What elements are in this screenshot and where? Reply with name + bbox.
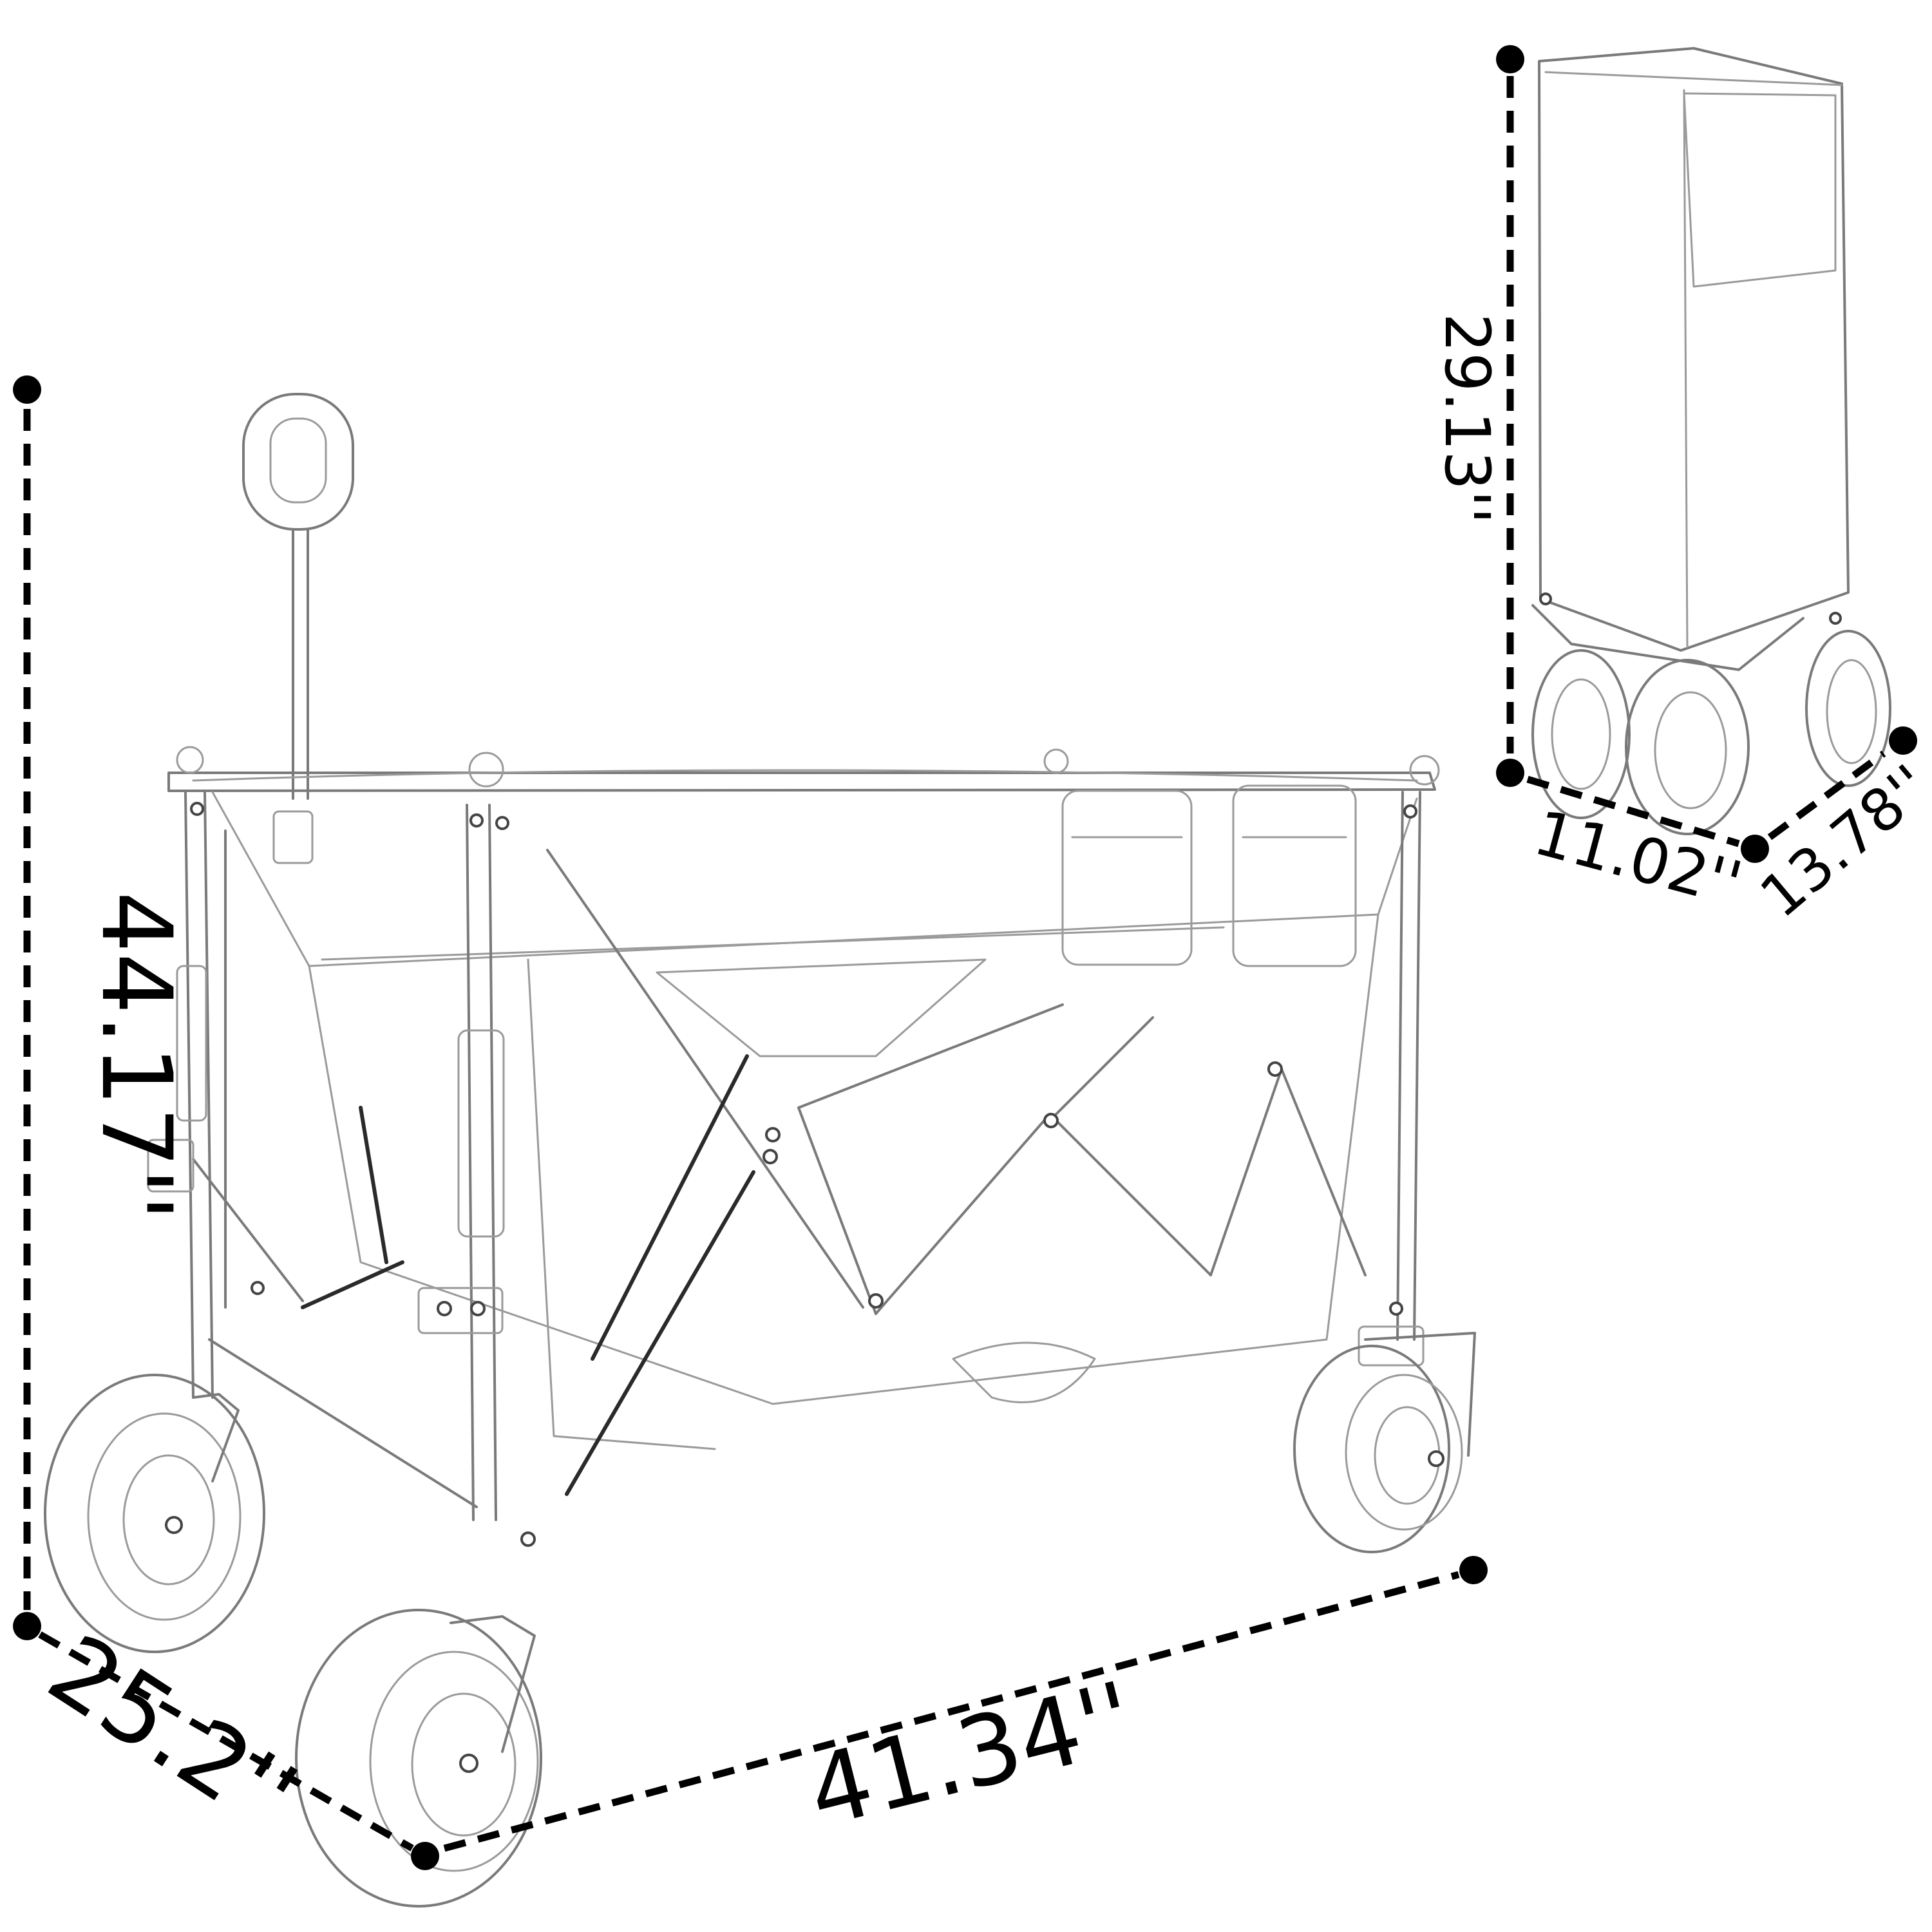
wagon-sketch <box>44 393 1476 1908</box>
dimension-line-folded-width <box>1526 775 1740 848</box>
dimension-endpoint <box>1741 835 1769 863</box>
wagon-handle <box>242 393 354 864</box>
folded-depth-label: 13.78'' <box>1748 752 1932 931</box>
wagon-cup-holders <box>1061 784 1357 967</box>
dimension-labels: 44.17'' 25.2'' 41.34'' 29.13'' 11.02'' 1… <box>30 313 1932 1853</box>
wagon-joints <box>190 802 1417 1547</box>
wagon-wheel-rear-left <box>44 1374 265 1653</box>
dimension-line-folded-depth <box>1767 750 1886 840</box>
dimension-endpoint <box>1496 759 1524 787</box>
wagon-frame <box>147 791 1425 1521</box>
dimension-endpoint <box>13 1612 41 1640</box>
dimension-endpoint <box>411 1842 439 1870</box>
folded-height-label: 29.13'' <box>1431 313 1503 524</box>
dimension-endpoint <box>13 375 41 404</box>
length-label: 41.34'' <box>797 1661 1144 1850</box>
dimension-lines <box>13 45 1917 1870</box>
dimension-line-width <box>38 1631 414 1852</box>
folded-wagon-sketch <box>1531 47 1891 835</box>
dimension-line-length <box>443 1571 1460 1852</box>
dimension-endpoint <box>1496 45 1524 73</box>
dimension-endpoint <box>1459 1556 1488 1584</box>
wagon-top-rim <box>167 746 1440 792</box>
height-label: 44.17'' <box>80 891 192 1221</box>
wagon-wheel-front-left <box>295 1609 542 1908</box>
dimension-endpoint <box>1889 726 1917 755</box>
wagon-fabric-body <box>211 791 1418 1450</box>
wagon-wheel-front-right <box>1293 1332 1476 1553</box>
